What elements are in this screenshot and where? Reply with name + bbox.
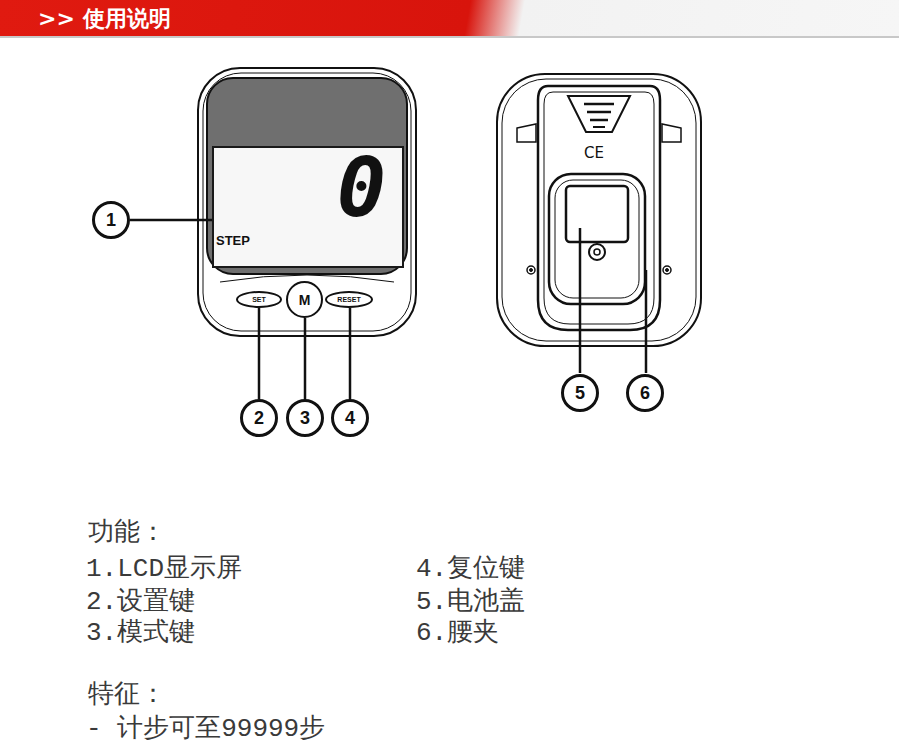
step-count: 0 [337, 140, 386, 235]
button-label: RESET [337, 296, 360, 303]
function-item: 6.腰夹 [416, 614, 499, 649]
mode-button: M [286, 281, 323, 318]
callout-text: 3 [300, 408, 310, 429]
function-item: 3.模式键 [86, 614, 195, 649]
section-heading: 特征： [88, 676, 166, 711]
feature-item: - 计步可至99999步 [86, 710, 325, 744]
step-label: STEP [216, 233, 250, 248]
leader-line [130, 219, 212, 222]
callout-number: 3 [286, 399, 324, 437]
button-label: M [299, 292, 311, 308]
header-bar: >> 使用说明 [0, 0, 899, 38]
callout-text: 5 [575, 383, 585, 404]
reset-button: RESET [325, 291, 373, 308]
callout-number: 4 [331, 399, 369, 437]
function-item: 4.复位键 [416, 550, 525, 585]
callout-text: 2 [254, 408, 264, 429]
lcd-screen: 0STEP [212, 146, 404, 268]
leader-line [349, 308, 352, 399]
front-view [198, 68, 416, 336]
leader-line [258, 308, 261, 399]
callout-text: 1 [106, 210, 116, 231]
leader-line [579, 228, 582, 373]
back-view [497, 74, 701, 346]
callout-number: 5 [561, 374, 599, 412]
leader-lines [580, 228, 646, 373]
button-label: SET [252, 296, 266, 303]
leader-line [645, 270, 648, 373]
callout-text: 4 [345, 408, 355, 429]
ce-mark: CE [584, 144, 604, 162]
callout-text: 6 [640, 383, 650, 404]
section-heading: 功能： [88, 514, 166, 549]
function-item: 5.电池盖 [416, 583, 525, 618]
callout-number: 6 [626, 374, 664, 412]
set-button: SET [236, 291, 282, 308]
page-title: >> 使用说明 [38, 4, 171, 34]
leader-line [304, 318, 307, 399]
callout-number: 1 [92, 201, 130, 239]
function-item: 1.LCD显示屏 [86, 550, 242, 585]
callout-number: 2 [240, 399, 278, 437]
function-item: 2.设置键 [86, 583, 195, 618]
